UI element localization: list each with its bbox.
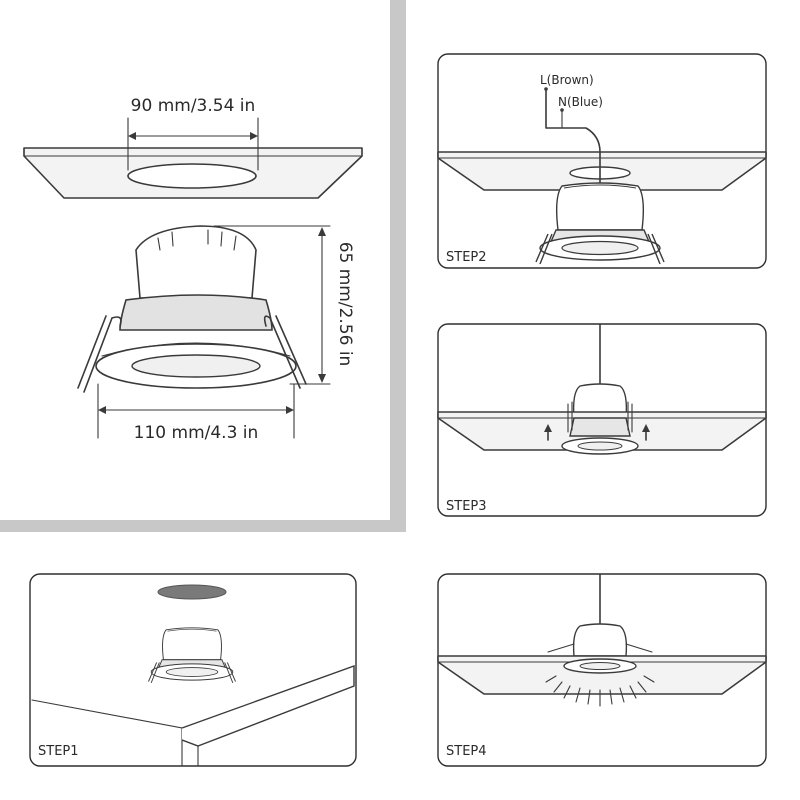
height-dimension: 65 mm/2.56 in [213, 225, 355, 385]
light-rays-icon [545, 675, 655, 707]
step1-ceiling-hole [157, 584, 227, 600]
push-up-arrow-icon [544, 424, 552, 441]
cutout-dimension: 90 mm/3.54 in [127, 96, 259, 171]
fixture-large [77, 225, 307, 393]
step4-label: STEP4 [446, 744, 487, 759]
step2-wire [545, 89, 601, 201]
wire-live-label: L(Brown) [540, 73, 594, 87]
step4-panel: STEP4 [437, 573, 767, 767]
dimension-panel: 90 mm/3.54 in 65 mm/2.56 in [0, 0, 406, 532]
wire-neutral-label: N(Blue) [558, 95, 603, 109]
frame-horizontal-bar [0, 520, 406, 532]
cutout-dimension-label: 90 mm/3.54 in [131, 96, 256, 116]
step1-panel: STEP1 [29, 573, 357, 767]
outer-dimension-label: 110 mm/4.3 in [134, 423, 259, 443]
outer-dimension: 110 mm/4.3 in [97, 383, 295, 443]
step3-panel: STEP3 [437, 323, 767, 517]
push-up-arrow-icon [642, 424, 650, 441]
step3-label: STEP3 [446, 499, 487, 514]
ceiling-cutout-hole [127, 163, 257, 189]
height-dimension-label: 65 mm/2.56 in [335, 242, 355, 367]
frame-vertical-bar [390, 0, 406, 530]
step1-label: STEP1 [38, 744, 79, 759]
step2-label: STEP2 [446, 250, 487, 265]
step2-panel: L(Brown) N(Blue) STEP2 [437, 53, 767, 269]
